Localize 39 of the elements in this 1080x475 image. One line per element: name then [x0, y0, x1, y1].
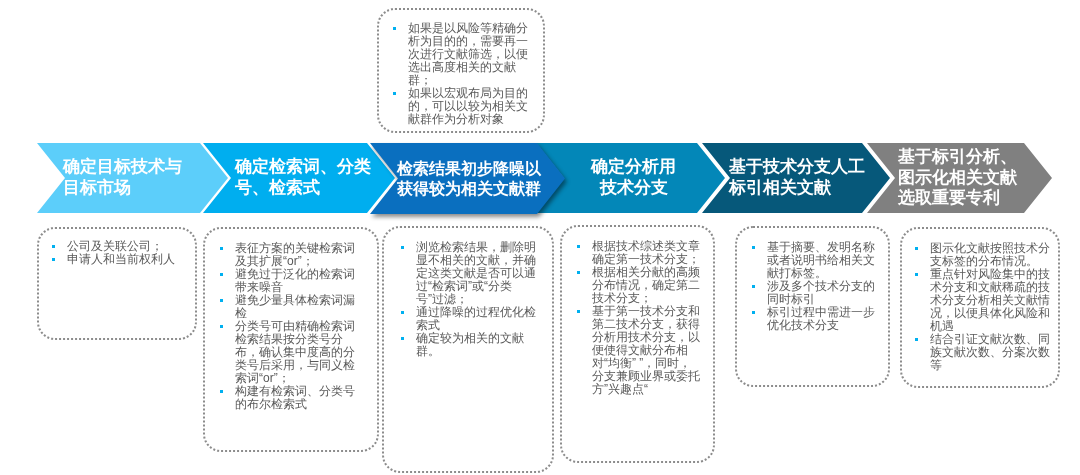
note-text: 重点针对风险集中的技术分支和文献稀疏的技术分支分析相关文献情况，以便具体化风险和机遇 [930, 268, 1051, 333]
note-text: 根据相关分献的高频分布情况，确定第二技术分支； [592, 266, 701, 305]
note-text: 基于第一技术分支和第二技术分支，获得分析用技术分支，以便使得文献分布相对“均衡” ”，同时，分支兼顾业界或委托方”兴趣点“ [592, 305, 701, 396]
note-text: 避免少量具体检索词漏检 [235, 294, 356, 320]
note-box [382, 226, 554, 473]
step-label: 确定检索词、分类号、检索式 [235, 157, 372, 199]
note-text: 根据技术综述类文章确定第一技术分支； [592, 240, 701, 266]
note-text: 基于摘要、发明名称或者说明书给相关文献打标签。 [767, 241, 876, 280]
note-text: 图示化文献按照技术分支标签的分布情况。 [930, 242, 1051, 268]
process-step [203, 143, 395, 213]
note-box [37, 227, 197, 340]
note-text: 结合引证文献次数、同族文献次数、分案次数等 [930, 333, 1051, 372]
note-text: 如果以宏观布局为目的的，可以以较为相关文献群作为分析对象 [408, 87, 529, 126]
note-text: 标引过程中需进一步优化技术分支 [767, 306, 876, 332]
process-step [370, 143, 565, 214]
note-text: 申请人和当前权利人 [67, 253, 176, 266]
note-text: 通过降噪的过程优化检索式 [416, 306, 537, 332]
step-label: 确定分析用技术分支 [590, 157, 677, 199]
note-box [560, 225, 715, 463]
step-label: 基于技术分支人工标引相关文献 [729, 157, 866, 199]
note-text: 表征方案的关键检索词及其扩展“or”； [235, 242, 356, 268]
process-step [37, 143, 228, 213]
note-box [735, 226, 890, 387]
process-step [867, 143, 1052, 213]
note-box [377, 8, 545, 133]
step-label: 确定目标技术与目标市场 [63, 157, 183, 199]
note-text: 确定较为相关的文献群。 [416, 332, 525, 358]
note-text: 涉及多个技术分支的同时标引 [767, 280, 876, 306]
note-text: 浏览检索结果，删除明显不相关的文献，并确定这类文献是否可以通过“检索词”或“分类号”过滤； [416, 241, 537, 306]
note-box [203, 227, 379, 452]
note-text: 分类号可由精确检索词检索结果按分类号分布，确认集中度高的分类号后采用，与同义检索词“or”； [235, 320, 356, 385]
note-text: 避免过于泛化的检索词带来噪音 [235, 268, 356, 294]
note-text: 公司及关联公司； [67, 240, 164, 253]
step-label: 检索结果初步降噪以获得较为相关文献群 [397, 159, 542, 198]
note-text: 如果是以风险等精确分析为目的的，需要再一次进行文献筛选，以便选出高度相关的文献群； [408, 22, 529, 87]
step-label: 基于标引分析、图示化相关文献选取重要专利 [898, 146, 1018, 210]
note-box [900, 227, 1060, 388]
note-text: 构建有检索词、分类号的布尔检索式 [235, 385, 356, 411]
process-step [702, 143, 890, 213]
